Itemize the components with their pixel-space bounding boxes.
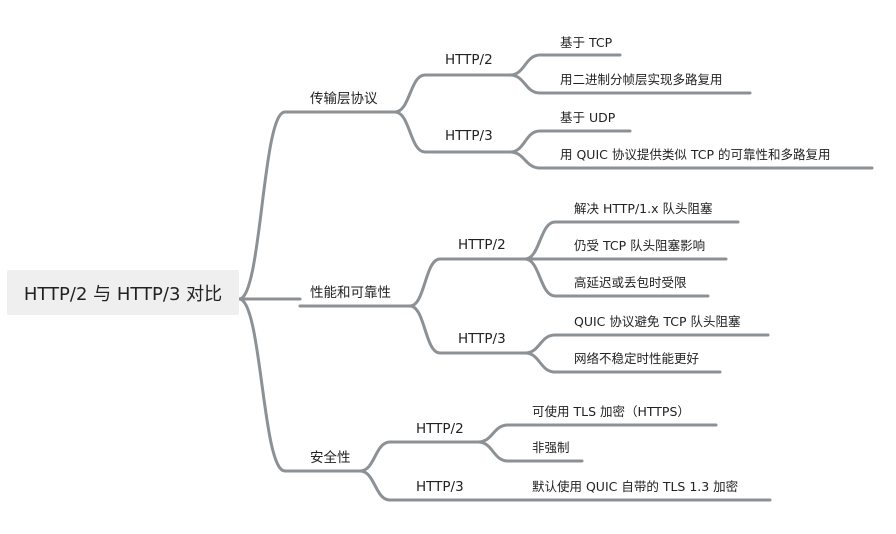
edge-transport-h3 [393, 110, 512, 154]
leaf-performance-h2-1[interactable]: 解决 HTTP/1.x 队头阻塞 [574, 201, 713, 216]
edge-p-h3-2 [523, 351, 722, 374]
node-transport-http3[interactable]: HTTP/3 [445, 128, 493, 144]
node-performance-http2[interactable]: HTTP/2 [458, 237, 506, 253]
root-node[interactable]: HTTP/2 与 HTTP/3 对比 [7, 270, 239, 315]
node-security-http3[interactable]: HTTP/3 [416, 479, 464, 495]
node-security-http2[interactable]: HTTP/2 [416, 421, 464, 437]
node-transport-http2[interactable]: HTTP/2 [445, 52, 493, 68]
leaf-transport-h3-2[interactable]: 用 QUIC 协议提供类似 TCP 的可靠性和多路复用 [560, 147, 831, 162]
edge-s-h2-2 [476, 440, 584, 463]
edge-transport-h2 [393, 73, 512, 114]
leaf-performance-h3-2[interactable]: 网络不稳定时性能更好 [574, 351, 700, 366]
edge-root-security [237, 297, 302, 473]
leaf-transport-h2-2[interactable]: 用二进制分帧层实现多路复用 [560, 72, 723, 87]
edge-t-h3-2 [508, 150, 874, 170]
edge-perf-h2 [408, 257, 527, 308]
leaf-security-h2-1[interactable]: 可使用 TLS 加密（HTTPS） [532, 404, 690, 419]
node-security[interactable]: 安全性 [310, 450, 351, 466]
edge-sec-h2 [358, 440, 480, 473]
edge-perf-h3 [408, 304, 527, 355]
node-performance[interactable]: 性能和可靠性 [310, 285, 391, 301]
edge-s-h2-1 [476, 423, 718, 444]
node-transport[interactable]: 传输层协议 [310, 91, 378, 107]
edge-root-transport [237, 110, 302, 301]
leaf-transport-h2-1[interactable]: 基于 TCP [560, 35, 613, 50]
leaf-performance-h2-2[interactable]: 仍受 TCP 队头阻塞影响 [574, 238, 706, 253]
root-label: HTTP/2 与 HTTP/3 对比 [23, 283, 223, 305]
leaf-security-h3-1[interactable]: 默认使用 QUIC 自带的 TLS 1.3 加密 [532, 479, 739, 494]
node-performance-http3[interactable]: HTTP/3 [458, 331, 506, 347]
edge-sec-h3 [358, 469, 480, 502]
edge-t-h2-2 [508, 73, 752, 95]
leaf-performance-h2-3[interactable]: 高延迟或丢包时受限 [574, 275, 687, 290]
leaf-security-h2-2[interactable]: 非强制 [532, 440, 570, 455]
edge-p-h2-3 [523, 257, 710, 298]
leaf-transport-h3-1[interactable]: 基于 UDP [560, 110, 616, 125]
leaf-performance-h3-1[interactable]: QUIC 协议避免 TCP 队头阻塞 [574, 314, 741, 329]
